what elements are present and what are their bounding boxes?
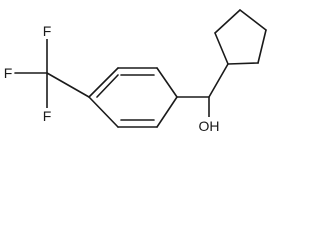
ring-double-bond-left [96, 74, 119, 98]
benzene-ring [88, 67, 178, 128]
bond-carbinol-to-cyclopentyl [208, 63, 229, 98]
structural-formula: F F F OH [3, 9, 267, 134]
cyclopentane-bond-3 [239, 9, 267, 31]
ring-bond-6 [88, 96, 119, 128]
cyclopentane-bond-2 [214, 9, 241, 34]
carbinol-center [176, 63, 229, 119]
bond-cf3-to-ring [46, 72, 90, 98]
cyclopentane-bond-4 [257, 29, 267, 64]
cyclopentane-bond-1 [214, 32, 229, 65]
atom-f-top: F [43, 23, 52, 39]
trifluoromethyl-group [14, 37, 90, 109]
atom-f-left: F [4, 65, 13, 81]
ring-bond-4 [156, 96, 178, 128]
ring-bond-3 [156, 67, 178, 98]
cyclopentane-bond-5 [227, 62, 259, 65]
ring-bond-1 [88, 67, 119, 98]
atom-hydroxyl: OH [199, 118, 220, 134]
cyclopentane-ring [214, 9, 267, 65]
atom-f-bottom: F [43, 108, 52, 124]
